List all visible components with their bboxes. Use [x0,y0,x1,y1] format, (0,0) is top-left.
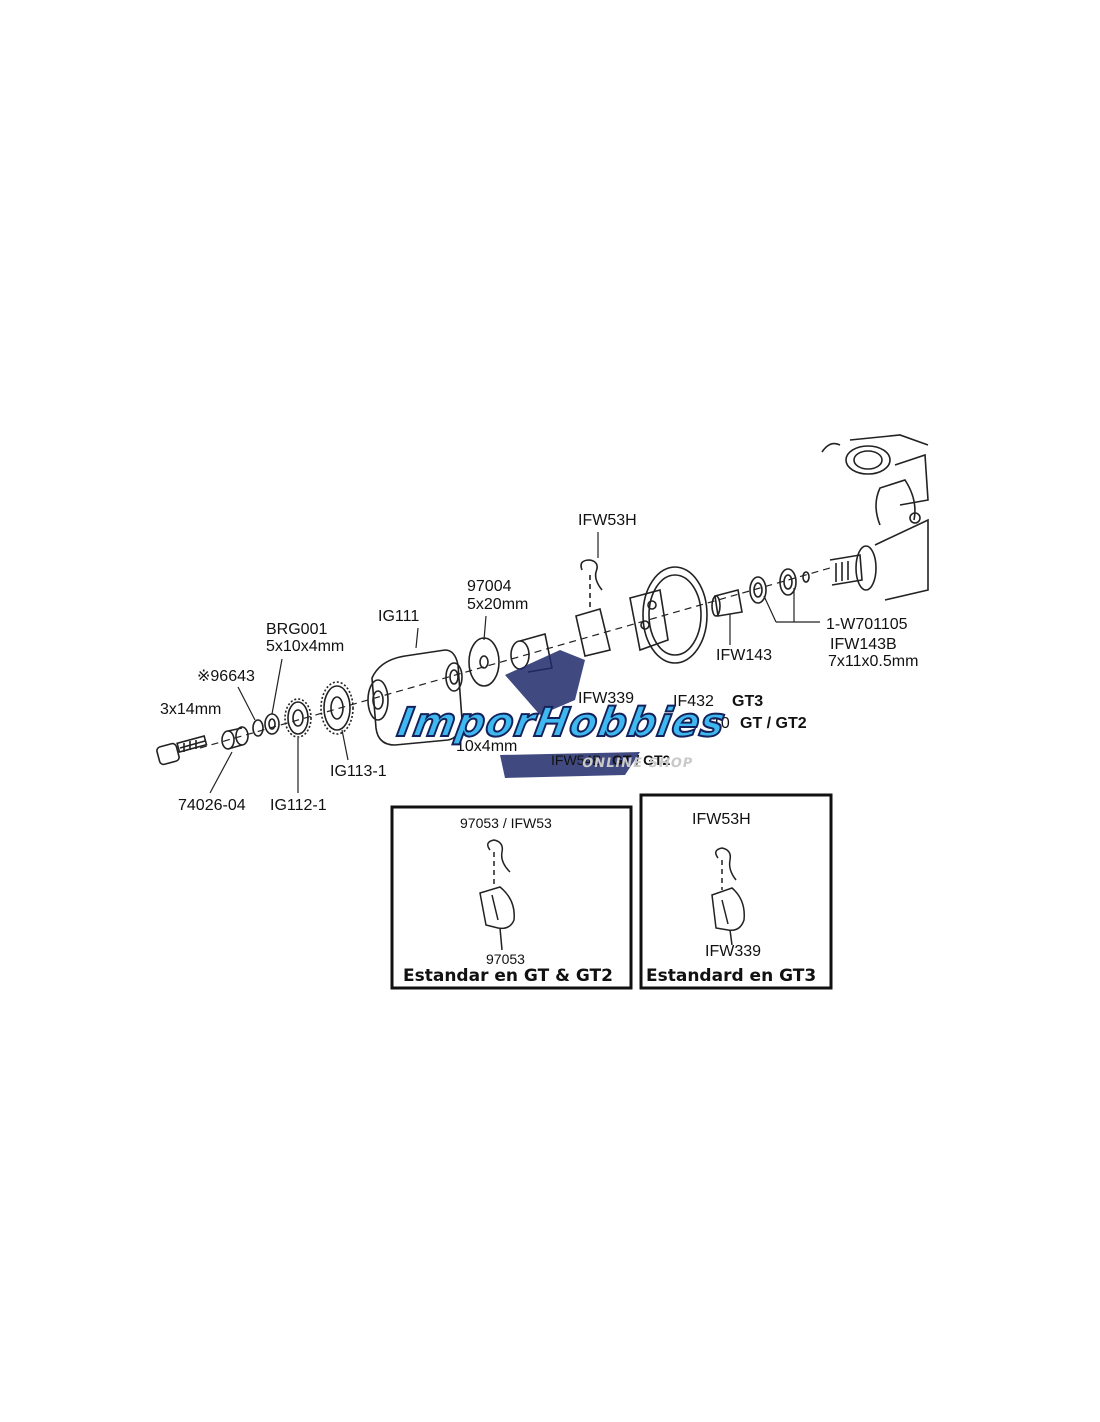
label-ifw339: IFW339 [578,690,635,707]
inset-left-caption: Estandar en GT & GT2 [403,966,613,986]
gear-ig112 [284,698,312,738]
inset-left-top-label: 97053 / IFW53 [460,815,552,831]
label-96643: ※96643 [197,668,255,685]
label-ig112: IG112-1 [270,797,327,814]
imporhobbies-watermark: ImporHobbies ONLINE SHOP [392,694,730,786]
label-ig111: IG111 [378,608,420,625]
label-if432: IF432 [673,693,714,710]
label-ifw54b-tag: GT / GT2 [612,752,671,768]
watermark-sub: ONLINE SHOP [580,756,695,771]
label-ifw143: IFW143 [716,647,773,664]
label-ig113: IG113-1 [330,763,387,780]
label-10: 10 [712,715,730,732]
engine [821,434,929,601]
flywheel [629,566,708,664]
screw-3x14 [156,735,208,766]
label-74026: 74026-04 [178,797,246,814]
gear-ig113 [320,681,354,735]
label-bearing-partial: 10x4mm [456,738,518,755]
label-w701105: 1-W701105 [826,616,908,633]
label-brg001: BRG001 [266,621,328,638]
inset-right-top-label: IFW53H [692,811,751,828]
sleeve-74026 [221,726,249,750]
label-ifw54b: IFW54B [551,752,602,768]
label-97004-size: 5x20mm [467,596,529,613]
label-ifw143b: IFW143B [830,636,897,653]
label-97004: 97004 [467,578,512,595]
label-screw: 3x14mm [160,701,222,718]
label-brg001-size: 5x10x4mm [266,638,345,655]
label-ifw53h: IFW53H [578,512,637,529]
label-if432-tag: GT3 [732,693,764,710]
inset-right-bottom-label: IFW339 [705,943,762,960]
inset-box-gt-gt2 [390,805,633,990]
label-10-tag: GT / GT2 [740,715,807,732]
watermark-brand: ImporHobbies [393,699,730,747]
clutch-bell-ig111 [367,649,463,746]
label-ifw143b-size: 7x11x0.5mm [828,653,919,670]
inset-left-bottom-label: 97053 [486,951,525,967]
inset-right-caption: Estandard en GT3 [646,966,817,986]
inset-box-gt3 [639,793,833,990]
spring-ifw53h [580,559,603,610]
